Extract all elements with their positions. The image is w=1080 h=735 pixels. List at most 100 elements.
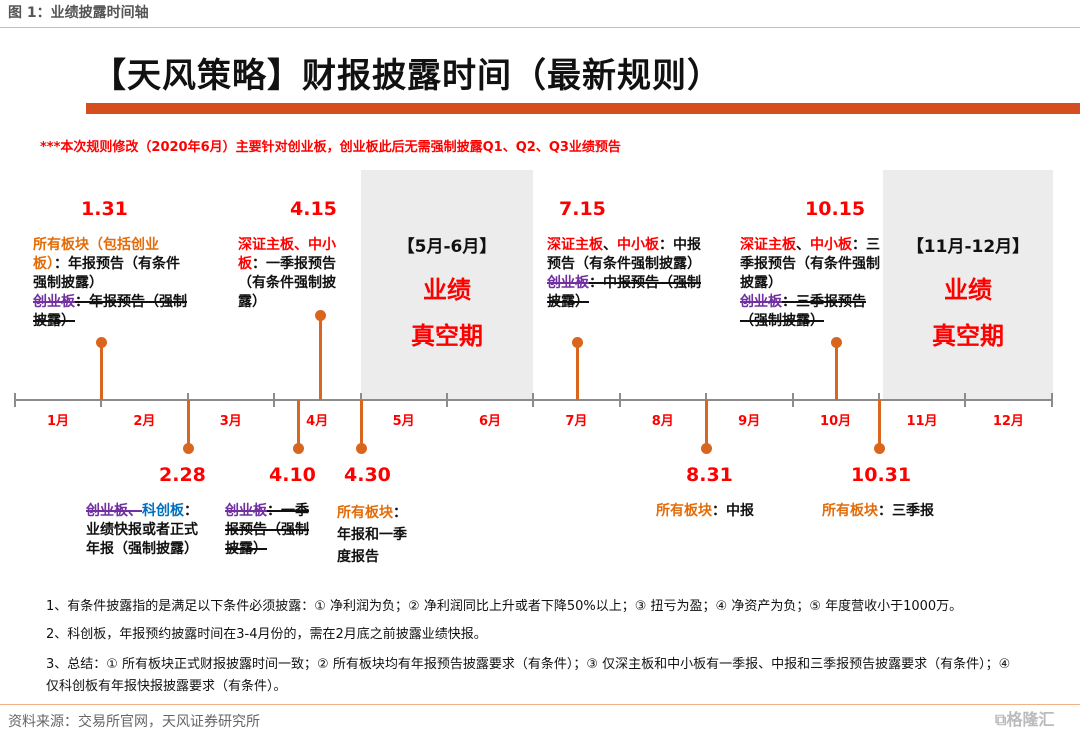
month-label: 8月	[651, 414, 674, 429]
event-text: ：中报	[712, 503, 754, 519]
date-label: 1.31	[81, 198, 128, 220]
title-bar	[86, 103, 1080, 114]
footnote: 2、科创板，年报预约披露时间在3-4月份的，需在2月底之前披露业绩快报。	[46, 627, 487, 642]
axis-tick	[618, 393, 621, 407]
board-name: 所有板块	[337, 505, 393, 521]
event-description: 所有板块：三季报	[822, 502, 952, 521]
axis-tick	[273, 393, 276, 407]
event-description: 深证主板、中小板：三季报预告（有条件强制披露） 创业板：三季报预告（强制披露）	[740, 236, 885, 331]
event-description: 创业板：一季报预告（强制披露）	[225, 502, 320, 559]
axis-tick	[532, 393, 535, 407]
board-name: 创业板	[547, 275, 589, 291]
marker-dot	[315, 310, 326, 321]
gap-label: 业绩	[944, 276, 992, 304]
date-label: 10.31	[851, 464, 912, 486]
month-label: 11月	[906, 414, 938, 429]
board-name: 所有板块	[822, 503, 878, 519]
rule-note: ***本次规则修改（2020年6月）主要针对创业板，创业板此后无需强制披露Q1、…	[40, 140, 621, 155]
marker-dot	[356, 443, 367, 454]
event-text: ：年报预告（有条件强制披露）	[33, 256, 180, 291]
event-description: 深证主板、中小板：中报预告（有条件强制披露） 创业板：中报预告（强制披露）	[547, 236, 707, 312]
month-label: 2月	[133, 414, 156, 429]
month-label: 4月	[306, 414, 329, 429]
date-label: 10.15	[805, 198, 866, 220]
board-name: 创业板	[740, 294, 782, 310]
marker-dot	[831, 337, 842, 348]
date-label: 8.31	[686, 464, 733, 486]
gap-label: 真空期	[932, 322, 1004, 350]
stem	[360, 400, 363, 448]
gap-label: 业绩	[423, 276, 471, 304]
month-label: 7月	[565, 414, 588, 429]
event-description: 所有板块（包括创业板）：年报预告（有条件强制披露） 创业板：年报预告（强制披露）	[33, 236, 193, 331]
stem	[319, 315, 322, 400]
board-name: 中小板	[810, 237, 852, 253]
board-name: 创业板	[33, 294, 75, 310]
vacuum-period-nov-dec: 【11月-12月】 业绩 真空期	[883, 170, 1053, 400]
axis-tick	[791, 393, 794, 407]
marker-dot	[183, 443, 194, 454]
stem	[835, 342, 838, 400]
axis-tick	[446, 393, 448, 407]
board-name: 中小板	[617, 237, 659, 253]
event-description: 所有板块：年报和一季度报告	[337, 502, 417, 568]
stem	[878, 400, 881, 448]
axis-tick	[1050, 393, 1053, 407]
axis-tick	[14, 393, 16, 407]
board-name: 所有板块	[656, 503, 712, 519]
month-label: 6月	[478, 414, 502, 429]
gap-heading: 【5月-6月】	[397, 237, 497, 257]
event-text: ：年报预告（强制披露）	[33, 294, 187, 329]
footnote: 3、总结：① 所有板块正式财报披露时间一致；② 所有板块均有年报预告披露要求（有…	[46, 657, 1011, 694]
event-text: ：一季报预告（强制披露）	[225, 503, 309, 557]
month-label: 12月	[992, 414, 1024, 429]
marker-dot	[874, 443, 885, 454]
month-label: 5月	[392, 414, 415, 429]
divider	[0, 27, 1080, 28]
vacuum-period-may-jun: 【5月-6月】 业绩 真空期	[361, 170, 533, 400]
stem	[100, 342, 103, 400]
board-name: 创业板	[225, 503, 267, 519]
date-label: 4.10	[269, 464, 316, 486]
board-name: 科创板	[142, 503, 184, 519]
figure-title: 图 1：业绩披露时间轴	[8, 5, 149, 21]
watermark-text: 格隆汇	[1006, 710, 1055, 729]
marker-dot	[96, 337, 107, 348]
stem	[297, 400, 300, 448]
event-description: 创业板、科创板：业绩快报或者正式年报（强制披露）	[86, 502, 204, 559]
board-name: 所有板块（包括创业板）	[33, 237, 159, 272]
separator: 、	[603, 237, 617, 253]
logo-icon: ⧉	[995, 710, 1007, 729]
marker-dot	[701, 443, 712, 454]
month-label: 1月	[46, 414, 70, 429]
axis-tick	[100, 393, 103, 407]
event-text: ：业绩快报或者正式年报（强制披露）	[86, 503, 198, 557]
board-name: 深证主板、中小板	[238, 237, 336, 272]
event-text: ：一季报预告（有条件强制披露）	[238, 256, 336, 310]
date-label: 7.15	[559, 198, 606, 220]
month-label: 3月	[219, 414, 242, 429]
event-text: ：三季报	[878, 503, 934, 519]
event-text: ：年报和一季度报告	[337, 505, 407, 565]
event-text: ：中报预告（强制披露）	[547, 275, 701, 310]
event-description: 深证主板、中小板：一季报预告（有条件强制披露）	[238, 236, 350, 312]
main-title: 【天风策略】财报披露时间（最新规则）	[92, 56, 722, 96]
stem	[187, 400, 190, 448]
gap-heading: 【11月-12月】	[906, 237, 1030, 257]
date-label: 2.28	[159, 464, 206, 486]
event-description: 所有板块：中报	[656, 502, 786, 521]
board-name: 创业板、	[86, 503, 142, 519]
marker-dot	[293, 443, 304, 454]
date-label: 4.15	[290, 198, 337, 220]
divider	[0, 704, 1080, 705]
stem	[576, 342, 579, 400]
axis-tick	[964, 393, 967, 407]
month-label: 10月	[820, 414, 852, 429]
event-text: ：中报预告（有条件强制披露）	[547, 237, 701, 272]
stem	[705, 400, 708, 448]
event-text: ：三季报预告（有条件强制披露）	[740, 237, 880, 291]
event-text: ：三季报预告（强制披露）	[740, 294, 866, 329]
marker-dot	[572, 337, 583, 348]
footnote: 1、有条件披露指的是满足以下条件必须披露：① 净利润为负；② 净利润同比上升或者…	[46, 599, 963, 614]
